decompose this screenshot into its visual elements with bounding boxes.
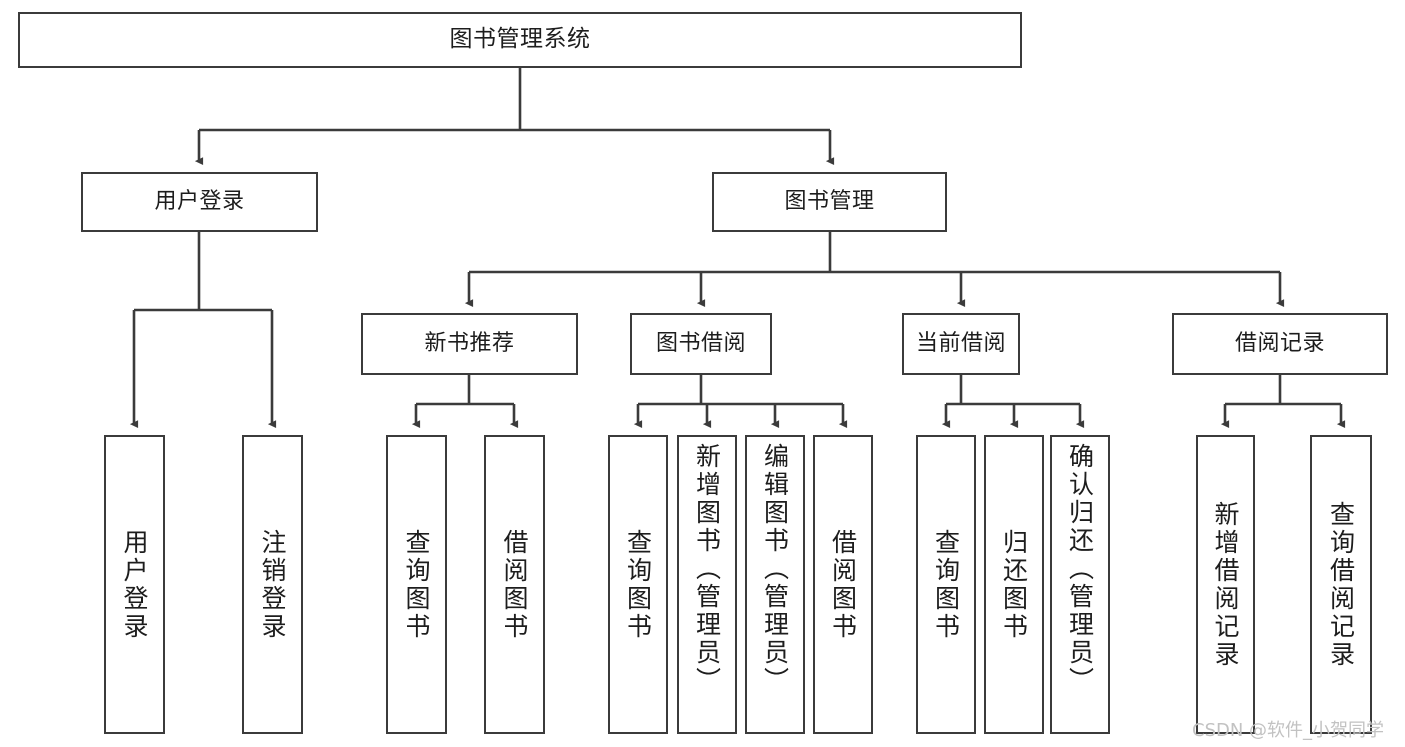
leaf-edit-book-admin[interactable]: 编辑图书（管理员） [745, 435, 805, 734]
node-label: 查询借阅记录 [1326, 500, 1356, 669]
node-label: 用户登录 [120, 528, 149, 641]
node-book-management[interactable]: 图书管理 [712, 172, 947, 232]
node-label: 新增借阅记录 [1211, 500, 1240, 669]
node-label: 图书管理 [784, 189, 875, 215]
node-borrow-records[interactable]: 借阅记录 [1172, 313, 1388, 375]
leaf-user-logout[interactable]: 注销登录 [242, 435, 303, 734]
node-label: 注销登录 [258, 528, 287, 641]
leaf-add-book-admin[interactable]: 新增图书（管理员） [677, 435, 737, 734]
leaf-borrow-book[interactable]: 借阅图书 [813, 435, 873, 734]
node-label: 确认归还（管理员） [1065, 443, 1095, 695]
node-label: 图书借阅 [655, 331, 746, 357]
leaf-query-book-borrow[interactable]: 查询图书 [608, 435, 668, 734]
node-label: 借阅记录 [1234, 331, 1325, 357]
leaf-add-borrow-record[interactable]: 新增借阅记录 [1196, 435, 1255, 734]
csdn-watermark: CSDN @软件_小贺同学 [1192, 720, 1385, 741]
node-label: 用户登录 [154, 189, 245, 215]
leaf-return-book[interactable]: 归还图书 [984, 435, 1044, 734]
leaf-confirm-return-admin[interactable]: 确认归还（管理员） [1050, 435, 1110, 734]
node-label: 编辑图书（管理员） [760, 443, 790, 695]
leaf-query-borrow-record[interactable]: 查询借阅记录 [1310, 435, 1372, 734]
node-label: 图书管理系统 [449, 26, 591, 53]
node-label: 借阅图书 [500, 528, 529, 641]
node-book-borrow[interactable]: 图书借阅 [630, 313, 772, 375]
node-label: 查询图书 [623, 528, 653, 641]
node-label: 新增图书（管理员） [692, 443, 722, 695]
leaf-query-book-new[interactable]: 查询图书 [386, 435, 447, 734]
node-label: 当前借阅 [915, 331, 1006, 357]
node-new-book-recommend[interactable]: 新书推荐 [361, 313, 578, 375]
leaf-user-login[interactable]: 用户登录 [104, 435, 165, 734]
node-user-login[interactable]: 用户登录 [81, 172, 318, 232]
node-current-borrow[interactable]: 当前借阅 [902, 313, 1020, 375]
node-label: 归还图书 [999, 528, 1029, 641]
leaf-borrow-book-new[interactable]: 借阅图书 [484, 435, 545, 734]
node-label: 借阅图书 [828, 528, 858, 641]
node-label: 查询图书 [931, 528, 961, 641]
node-root-system[interactable]: 图书管理系统 [18, 12, 1022, 68]
node-label: 新书推荐 [424, 331, 515, 357]
node-label: 查询图书 [402, 528, 431, 641]
leaf-query-book-current[interactable]: 查询图书 [916, 435, 976, 734]
